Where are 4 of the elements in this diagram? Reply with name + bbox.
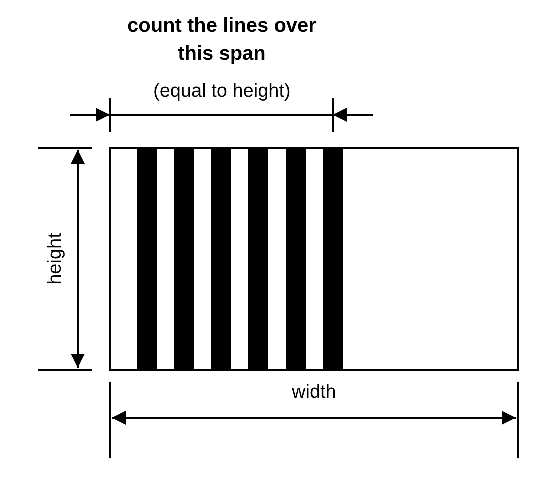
dimension-note: (equal to height) <box>154 80 291 104</box>
dimension-label: width <box>292 381 336 405</box>
dimension-label: height <box>44 233 67 285</box>
dimension-note: count the lines over this span <box>126 14 318 67</box>
